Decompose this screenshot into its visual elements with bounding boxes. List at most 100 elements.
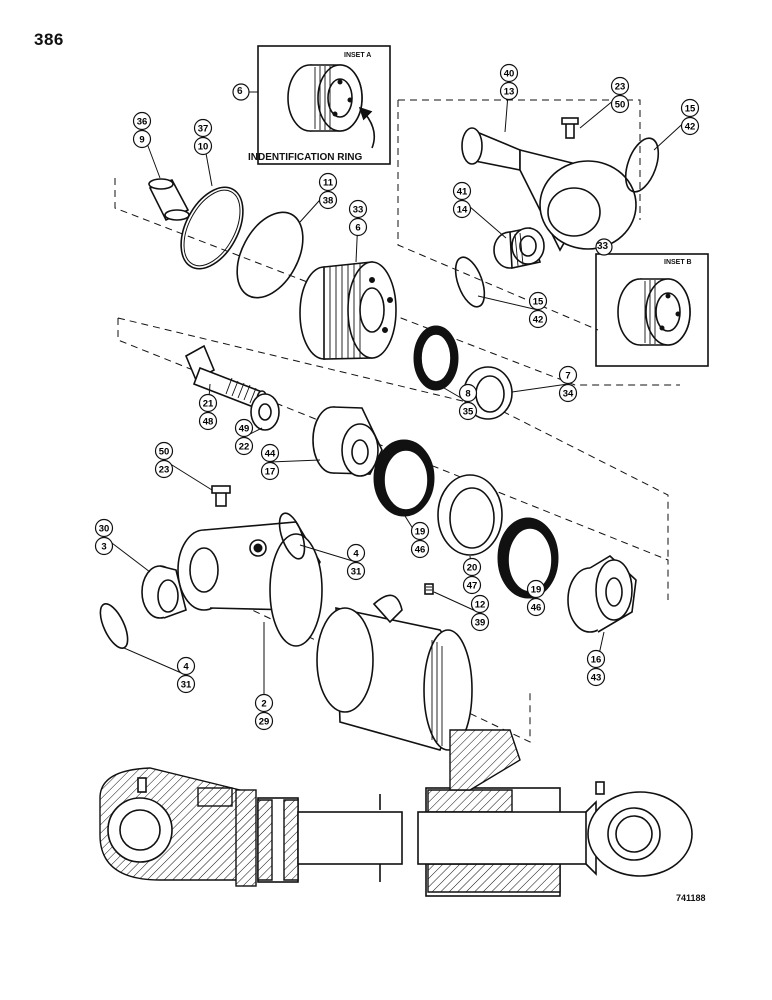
part-number-top: 19 <box>415 527 426 538</box>
part-number-bottom: 13 <box>504 87 515 98</box>
callout-c-7-34: 7 34 <box>511 365 578 403</box>
inset-b-part: 33 <box>597 241 609 252</box>
part-number-top: 21 <box>203 399 214 410</box>
callout-circle-bottom <box>94 536 114 556</box>
callout-circle-top <box>348 199 368 219</box>
callout-circle-top <box>94 518 114 538</box>
part-number-bottom: 29 <box>259 717 270 728</box>
bushing-3 <box>141 565 187 619</box>
backup-ring-11 <box>236 211 304 299</box>
callout-c-21-48: 21 48 <box>198 383 218 431</box>
callout-circle-bottom <box>610 94 630 114</box>
group-outline-lower <box>209 589 531 743</box>
callout-circle-top <box>176 656 196 676</box>
part-number-top: 36 <box>137 117 148 128</box>
bushing-9 <box>148 178 190 222</box>
leader-line <box>299 544 357 563</box>
callout-circle-bottom <box>234 436 254 456</box>
callout-circle-bottom <box>154 459 174 479</box>
callout-c-4-31-mid: 4 31 <box>299 543 366 581</box>
part-number-top: 19 <box>531 585 542 596</box>
callout-circle-top <box>470 594 490 614</box>
part-number-bottom: 43 <box>591 673 602 684</box>
gland-16 <box>567 555 637 633</box>
callout-circle-bottom <box>132 129 152 149</box>
callout-circle-top <box>610 76 630 96</box>
part-number-top: 7 <box>565 371 570 382</box>
callout-circle-bottom <box>462 575 482 595</box>
callout-circle-bottom <box>526 597 546 617</box>
part-number-top: 23 <box>615 82 626 93</box>
rod-eye-13 <box>461 117 637 252</box>
section-view <box>99 729 693 897</box>
head-17 <box>312 406 383 477</box>
inset-a-frame <box>257 45 391 165</box>
part-number-bottom: 46 <box>531 603 542 614</box>
callout-c-4-31-low: 431 <box>123 647 196 694</box>
leader-line <box>433 591 481 614</box>
part-number-bottom: 38 <box>323 196 334 207</box>
callout-circle-top <box>680 98 700 118</box>
set-screw-12 <box>424 583 434 595</box>
callout-circle-top <box>193 118 213 138</box>
part-number-top: 33 <box>353 205 364 216</box>
part-number-bottom: 31 <box>181 680 192 691</box>
callout-circle-bottom <box>558 383 578 403</box>
callout-circle-top <box>132 111 152 131</box>
ring-20 <box>437 474 503 556</box>
ring-19-b <box>497 517 559 599</box>
callout-circle-bottom <box>452 199 472 219</box>
callout-circle-top <box>526 579 546 599</box>
part-number-bottom: 34 <box>563 389 574 400</box>
part-number-top: 8 <box>465 389 470 400</box>
part-number-top: 4 <box>353 549 359 560</box>
leader-line <box>477 295 539 311</box>
part-number-top: 20 <box>467 563 478 574</box>
snap-ring-15-mid <box>454 256 486 308</box>
leader-line <box>269 459 321 463</box>
part-number-bottom: 48 <box>203 417 214 428</box>
callout-circle-bottom <box>348 217 368 237</box>
part-number-bottom: 39 <box>475 618 486 629</box>
callout-circle-bottom <box>260 461 280 481</box>
callout-c-12-39: 12 39 <box>433 591 490 632</box>
piston-6 <box>299 261 397 360</box>
callout-circle-bottom <box>176 674 196 694</box>
callout-circle-bottom <box>410 539 430 559</box>
cylinder-barrel <box>316 594 473 751</box>
part-number-top: 49 <box>239 424 250 435</box>
callout-circle-top <box>318 172 338 192</box>
callout-circle-top <box>499 63 519 83</box>
part-number-top: 2 <box>261 699 266 710</box>
part-number-bottom: 17 <box>265 467 276 478</box>
figure-number: 741188 <box>676 893 706 903</box>
callout-c-36-9: 36 9 <box>132 111 161 179</box>
callout-c-8-35: 835 <box>443 383 478 421</box>
callout-circle-bottom <box>680 116 700 136</box>
inset-b-frame <box>595 253 709 367</box>
part-number-bottom: 46 <box>415 545 426 556</box>
callout-circle-bottom <box>254 711 274 731</box>
callout-circle-top <box>452 181 472 201</box>
part-number-top: 12 <box>475 600 486 611</box>
part-number-bottom: 9 <box>139 135 144 146</box>
callout-circle-bottom <box>528 309 548 329</box>
wiper-7 <box>463 366 513 420</box>
callout-circle-top <box>558 365 578 385</box>
page-number: 386 <box>34 30 64 49</box>
callout-circle-bottom <box>586 667 606 687</box>
inset-a-part: 6 <box>237 86 243 97</box>
callout-circle-bottom <box>193 136 213 156</box>
leader-line <box>123 647 187 676</box>
part-number-bottom: 31 <box>351 567 362 578</box>
